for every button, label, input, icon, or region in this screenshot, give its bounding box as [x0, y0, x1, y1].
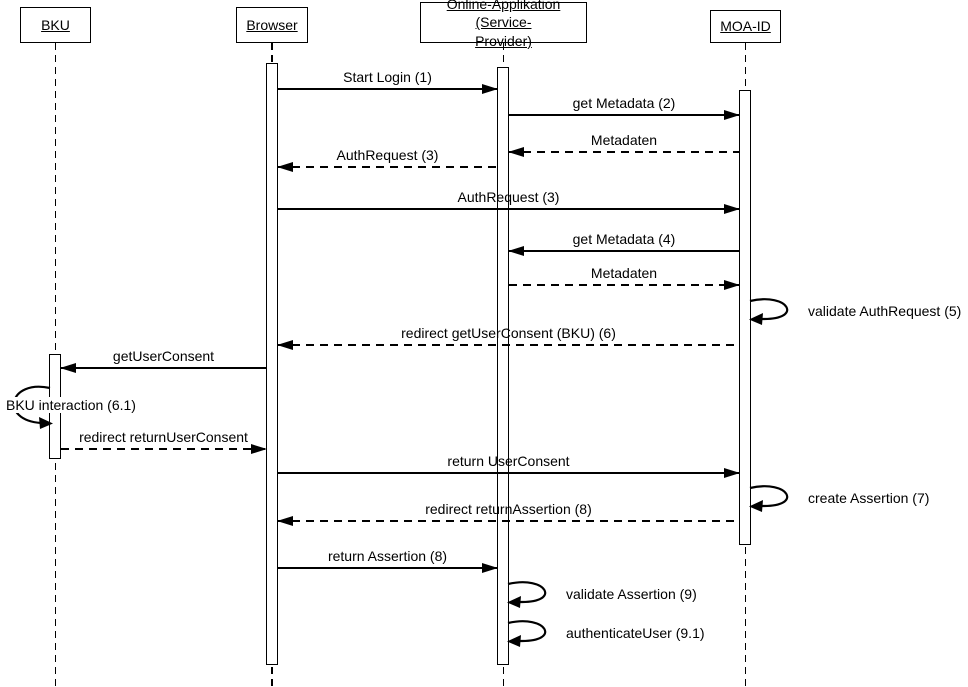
- self-message-label: validate AuthRequest (5): [808, 303, 962, 319]
- actor-online-app: Online-Applikation (Service- Provider): [420, 0, 587, 49]
- message-label: AuthRequest (3): [457, 189, 560, 205]
- arrow-line: [278, 88, 497, 90]
- arrow-line: [278, 520, 739, 522]
- actor-moa-id: MOA-ID: [710, 10, 781, 43]
- message-label: redirect returnAssertion (8): [425, 501, 592, 517]
- arrowhead-right-icon: [724, 109, 740, 120]
- arrow-line: [278, 166, 497, 168]
- activation-online-app: [497, 67, 509, 665]
- arrowhead-left-icon: [277, 339, 293, 350]
- self-loop-arrow-icon: [507, 581, 547, 608]
- arrow-line: [61, 367, 266, 369]
- message-label: Metadaten: [590, 265, 658, 281]
- self-message-label: create Assertion (7): [808, 490, 930, 506]
- message-label: get Metadata (4): [572, 231, 676, 247]
- message-label: AuthRequest (3): [336, 147, 439, 163]
- arrow-line: [278, 472, 739, 474]
- arrow-line: [509, 284, 739, 286]
- arrow-line: [278, 567, 497, 569]
- self-loop-arrow-icon: [749, 298, 789, 325]
- message-label: getUserConsent: [112, 348, 215, 364]
- arrow-line: [61, 448, 266, 450]
- actor-moa-id-label: MOA-ID: [720, 18, 771, 35]
- arrowhead-left-icon: [277, 515, 293, 526]
- actor-bku: BKU: [20, 7, 91, 43]
- arrowhead-right-icon: [251, 443, 267, 454]
- self-loop-arrow-icon: [507, 620, 547, 647]
- activation-browser: [266, 63, 278, 665]
- arrow-line: [278, 208, 739, 210]
- arrow-line: [509, 151, 739, 153]
- arrowhead-right-icon: [482, 562, 498, 573]
- message-label: return Assertion (8): [327, 548, 448, 564]
- arrowhead-right-icon: [724, 203, 740, 214]
- arrowhead-left-icon: [508, 245, 524, 256]
- arrowhead-left-icon: [277, 161, 293, 172]
- self-message-create-assertion-7: create Assertion (7): [749, 483, 929, 513]
- self-loop-arrow-icon: [749, 485, 789, 512]
- message-label: get Metadata (2): [572, 95, 676, 111]
- self-message-label: validate Assertion (9): [566, 586, 697, 602]
- self-message-label: authenticateUser (9.1): [566, 625, 705, 641]
- actor-browser: Browser: [236, 7, 308, 43]
- message-label: Metadaten: [590, 132, 658, 148]
- arrow-line: [509, 250, 739, 252]
- actor-browser-label: Browser: [246, 16, 298, 33]
- self-message-validate-authrequest-5: validate AuthRequest (5): [749, 296, 961, 326]
- activation-moa-id: [739, 90, 751, 545]
- arrowhead-left-icon: [508, 146, 524, 157]
- message-label: return UserConsent: [447, 453, 570, 469]
- actor-online-app-label: Online-Applikation (Service- Provider): [446, 0, 561, 49]
- message-label: redirect getUserConsent (BKU) (6): [401, 325, 616, 341]
- self-message-validate-assertion-9: validate Assertion (9): [507, 579, 697, 609]
- arrowhead-right-icon: [724, 279, 740, 290]
- self-message-label: BKU interaction (6.1): [5, 397, 137, 413]
- arrow-line: [509, 114, 739, 116]
- arrowhead-left-icon: [60, 362, 76, 373]
- arrow-line: [278, 344, 739, 346]
- arrowhead-right-icon: [482, 83, 498, 94]
- actor-bku-label: BKU: [41, 16, 70, 33]
- arrowhead-right-icon: [724, 467, 740, 478]
- message-label: redirect returnUserConsent: [79, 429, 248, 445]
- self-message-authenticateuser-9-1: authenticateUser (9.1): [507, 618, 705, 648]
- self-message-bku-interaction-6-1: BKU interaction (6.1): [3, 382, 137, 430]
- message-label: Start Login (1): [343, 69, 432, 85]
